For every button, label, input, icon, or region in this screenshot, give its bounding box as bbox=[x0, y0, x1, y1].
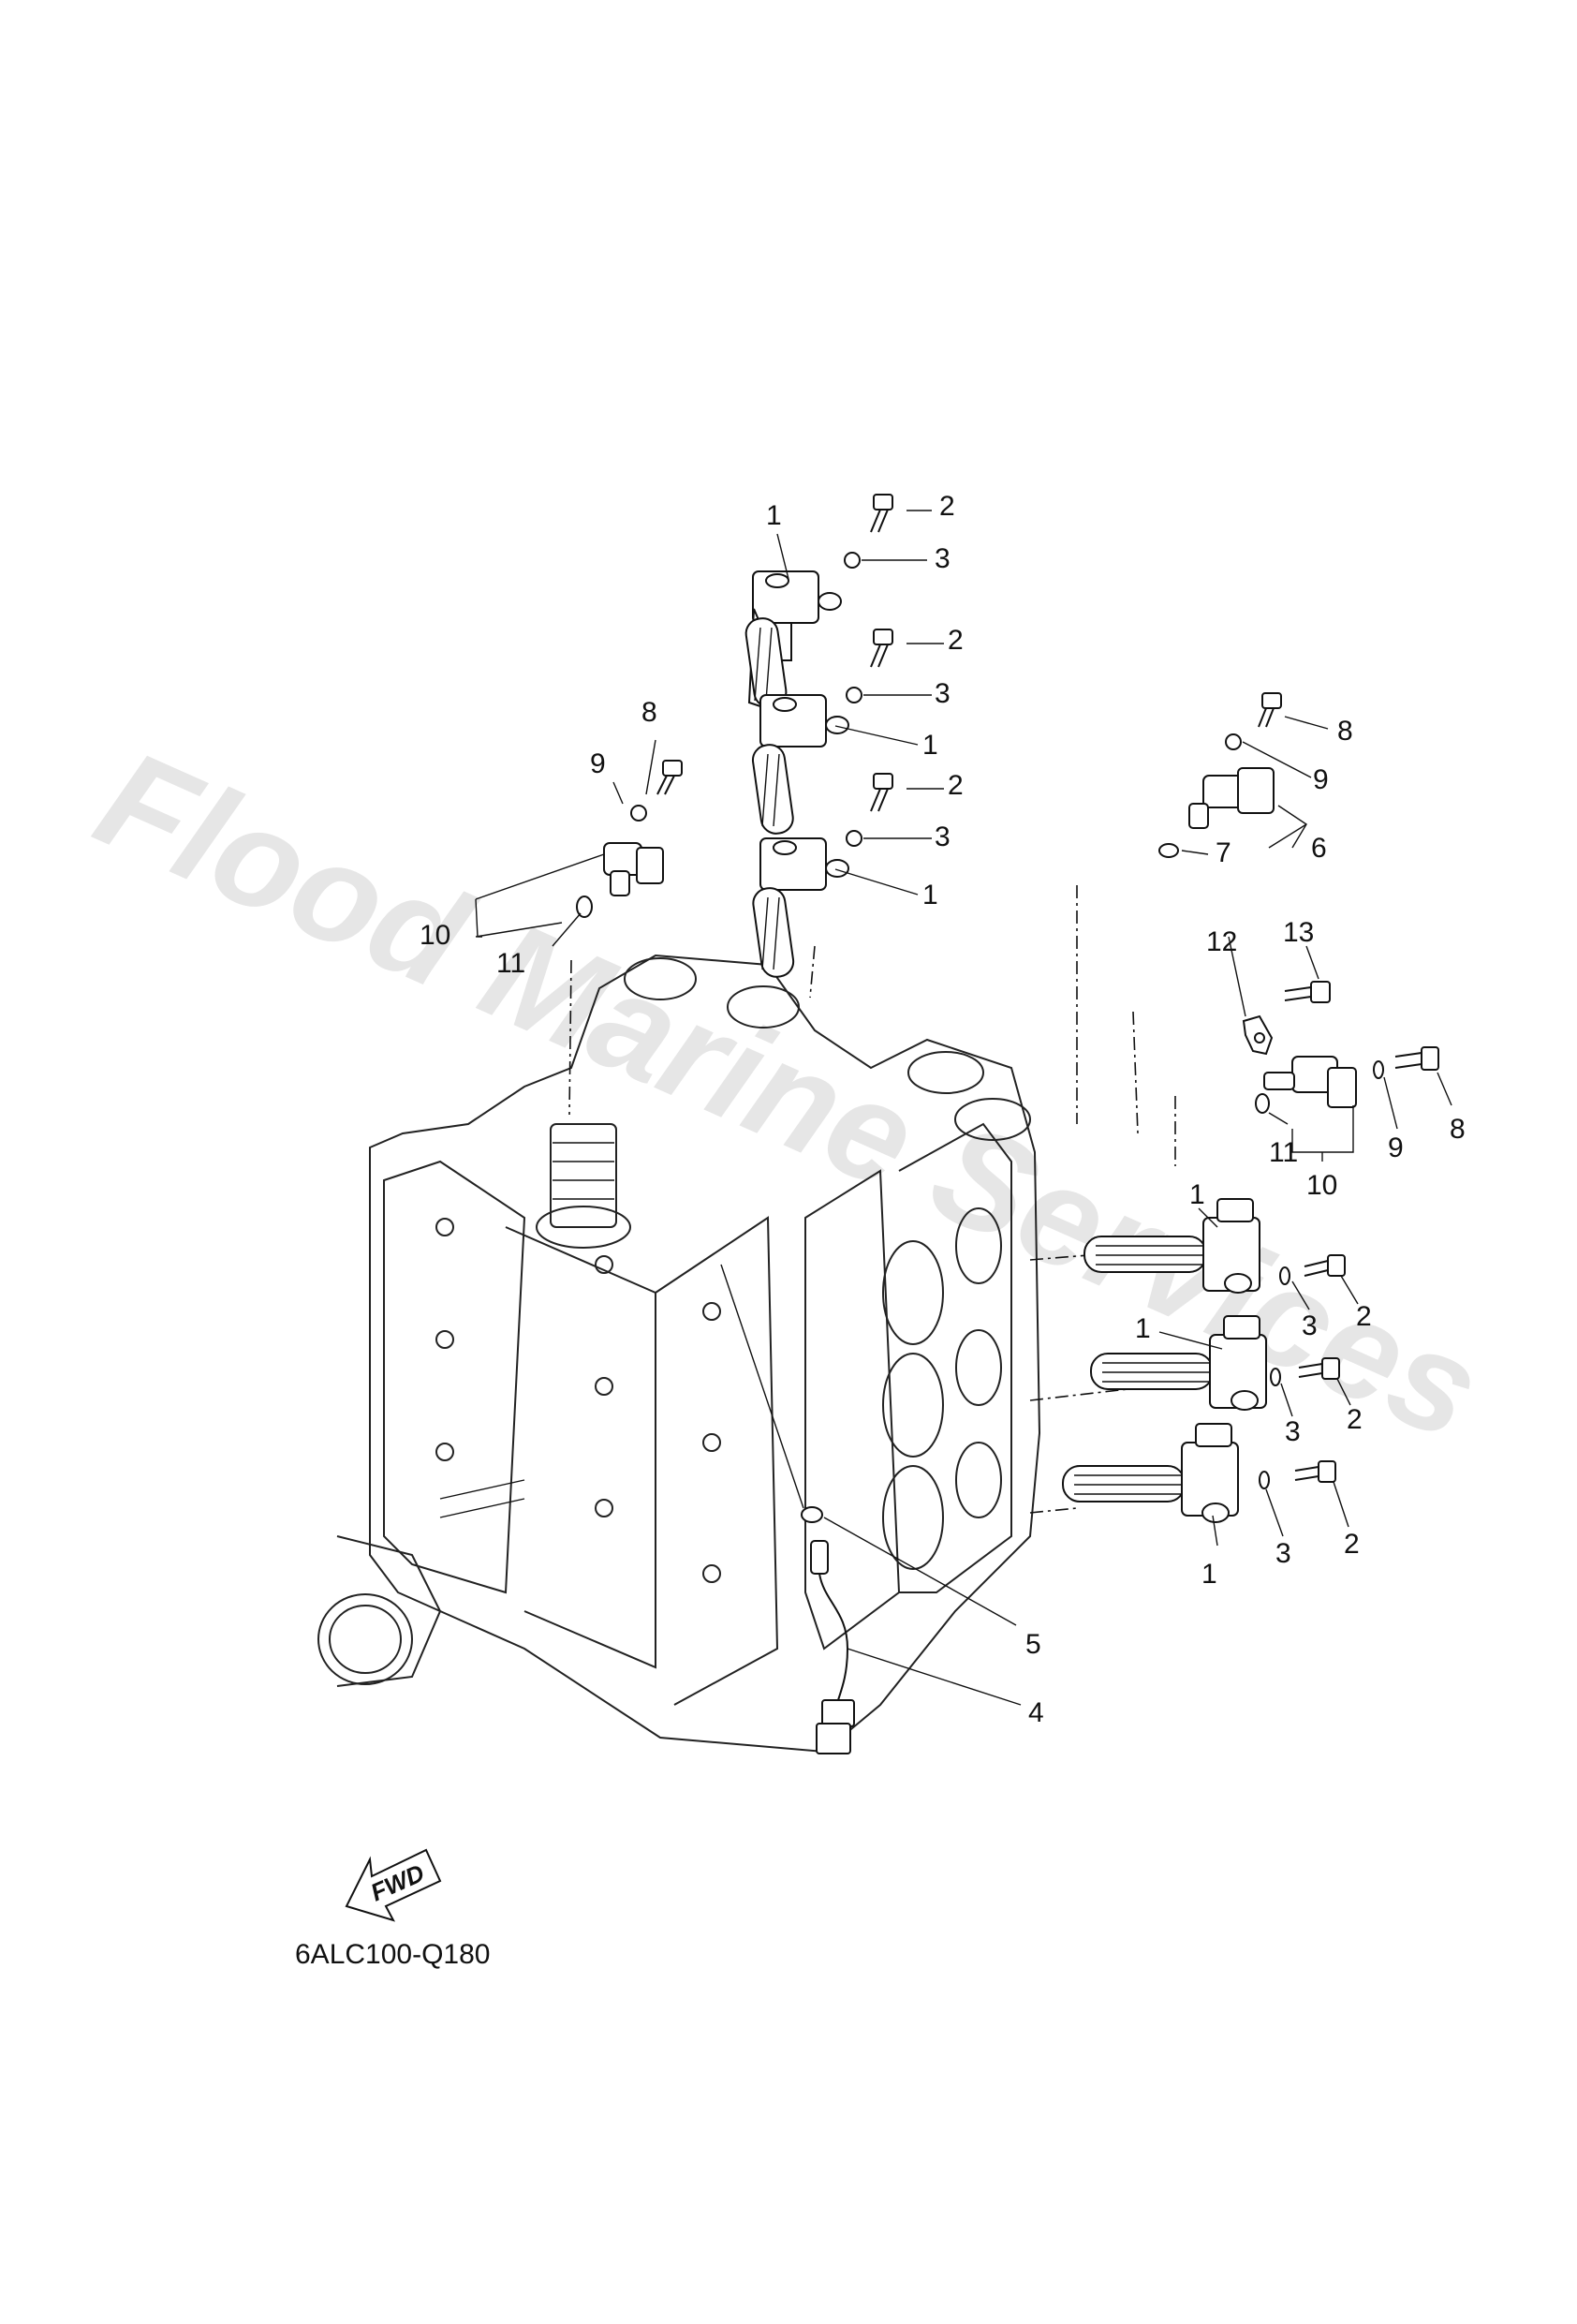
oring-top bbox=[1158, 843, 1179, 858]
washer-top-2 bbox=[846, 687, 862, 703]
callout-bolt-top-1: 2 bbox=[939, 491, 955, 522]
callout-bolt-8-top: 8 bbox=[1337, 716, 1353, 747]
harness bbox=[810, 1540, 855, 1754]
washer-9-left bbox=[630, 805, 647, 822]
callout-washer-right-3: 3 bbox=[1275, 1538, 1291, 1569]
callout-bolt-8-left: 8 bbox=[641, 697, 657, 728]
washer-right-1 bbox=[1279, 1266, 1290, 1285]
callout-bolt-right-1: 2 bbox=[1356, 1301, 1372, 1332]
bolt-top-3 bbox=[870, 773, 893, 812]
bolt-top-1 bbox=[870, 494, 893, 533]
callout-coil-top-3: 1 bbox=[922, 880, 938, 910]
callout-harness: 4 bbox=[1028, 1697, 1044, 1728]
bolt-right-2 bbox=[1298, 1357, 1340, 1380]
callout-gasket: 5 bbox=[1025, 1629, 1041, 1660]
callout-washer-top-1: 3 bbox=[935, 543, 951, 574]
oil-filter bbox=[317, 1535, 442, 1687]
bolt-8-left bbox=[656, 760, 683, 795]
callout-coil-top-2: 1 bbox=[922, 730, 938, 761]
sensor-left bbox=[603, 842, 664, 896]
washer-9-top bbox=[1225, 733, 1242, 750]
oring-11-right bbox=[1255, 1093, 1270, 1114]
callout-bolt-right-3: 2 bbox=[1344, 1529, 1360, 1560]
callout-sensor-group-right: 10 bbox=[1306, 1170, 1337, 1201]
ignition-coil-top-3 bbox=[752, 837, 849, 978]
callout-bolt-top-2: 2 bbox=[948, 625, 964, 656]
watermark: Flood Marine Services bbox=[76, 719, 1502, 1470]
bolt-right-3 bbox=[1294, 1460, 1336, 1483]
washer-9-right bbox=[1373, 1060, 1384, 1079]
engine-block bbox=[317, 954, 1041, 1754]
callout-coil-top-1: 1 bbox=[766, 500, 782, 531]
callout-washer-9-right: 9 bbox=[1388, 1132, 1404, 1163]
callout-screw: 13 bbox=[1283, 917, 1314, 948]
oring-11-left bbox=[576, 896, 593, 918]
callout-coil-right-1: 1 bbox=[1189, 1179, 1205, 1210]
callout-washer-9-left: 9 bbox=[590, 748, 606, 779]
fwd-arrow-icon: FWD bbox=[345, 1848, 442, 1922]
washer-right-3 bbox=[1259, 1471, 1270, 1489]
callout-oring-11-right: 11 bbox=[1269, 1137, 1298, 1168]
callout-oring-top: 7 bbox=[1216, 837, 1231, 868]
ignition-coil-right-1 bbox=[1083, 1198, 1260, 1294]
timing-pulley bbox=[536, 1123, 631, 1249]
diagram-code: 6ALC100-Q180 bbox=[295, 1939, 490, 1970]
ignition-coil-top-2 bbox=[751, 694, 849, 835]
callout-sensor-group-top: 6 bbox=[1311, 833, 1327, 864]
washer-top-1 bbox=[844, 552, 861, 569]
callout-washer-right-2: 3 bbox=[1285, 1416, 1301, 1447]
leader-lines bbox=[475, 510, 1452, 1706]
callout-sensor-group-left: 10 bbox=[420, 920, 450, 951]
callout-clamp: 12 bbox=[1206, 926, 1237, 957]
bolt-8-right bbox=[1394, 1046, 1439, 1071]
callout-coil-right-3: 1 bbox=[1201, 1559, 1217, 1590]
bolt-8-top bbox=[1258, 692, 1282, 728]
callout-washer-top-2: 3 bbox=[935, 678, 951, 709]
callout-bolt-top-3: 2 bbox=[948, 770, 964, 801]
bolt-right-1 bbox=[1304, 1254, 1346, 1277]
callout-washer-top-3: 3 bbox=[935, 822, 951, 852]
callout-washer-right-1: 3 bbox=[1302, 1310, 1318, 1341]
sensor-top bbox=[1188, 767, 1275, 829]
callout-bolt-8-right: 8 bbox=[1450, 1114, 1466, 1145]
clamp bbox=[1242, 1014, 1274, 1056]
ignition-coil-right-2 bbox=[1090, 1315, 1267, 1411]
gasket bbox=[801, 1506, 823, 1523]
callout-oring-11-left: 11 bbox=[496, 948, 525, 979]
callouts: 1 2 3 2 3 1 2 3 1 8 9 10 11 8 9 6 7 12 1… bbox=[420, 491, 1466, 1728]
ignition-coil-top-1 bbox=[744, 570, 842, 714]
screw bbox=[1284, 981, 1331, 1003]
ignition-coil-right-3 bbox=[1062, 1423, 1239, 1523]
callout-coil-right-2: 1 bbox=[1135, 1313, 1151, 1344]
washer-right-2 bbox=[1270, 1368, 1281, 1386]
sensor-right bbox=[1263, 1056, 1357, 1108]
bolt-top-2 bbox=[870, 629, 893, 668]
callout-bolt-right-2: 2 bbox=[1347, 1404, 1363, 1435]
callout-washer-9-top: 9 bbox=[1313, 764, 1329, 795]
washer-top-3 bbox=[846, 830, 862, 847]
watermark-text: Flood Marine Services bbox=[76, 719, 1502, 1470]
